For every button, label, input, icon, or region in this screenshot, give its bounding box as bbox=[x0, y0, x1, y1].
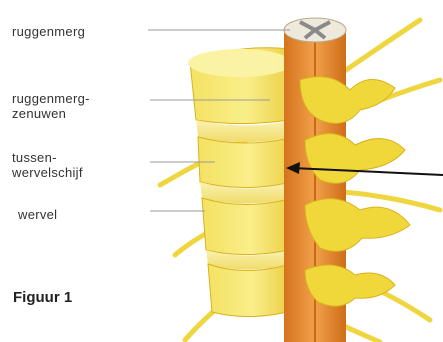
label-spinal-cord: ruggenmerg bbox=[12, 24, 85, 39]
label-intervertebral-disc: tussen- wervelschijf bbox=[12, 150, 83, 180]
label-vertebra: wervel bbox=[18, 207, 57, 222]
label-disc-line2: wervelschijf bbox=[12, 165, 83, 180]
label-spinal-nerves-line1: ruggenmerg- bbox=[12, 91, 90, 106]
label-disc-line1: tussen- bbox=[12, 150, 83, 165]
label-spinal-nerves-line2: zenuwen bbox=[12, 106, 90, 121]
vertebra-body-bottom bbox=[208, 262, 297, 317]
label-spinal-nerves: ruggenmerg- zenuwen bbox=[12, 91, 90, 121]
figure-caption: Figuur 1 bbox=[13, 289, 72, 306]
